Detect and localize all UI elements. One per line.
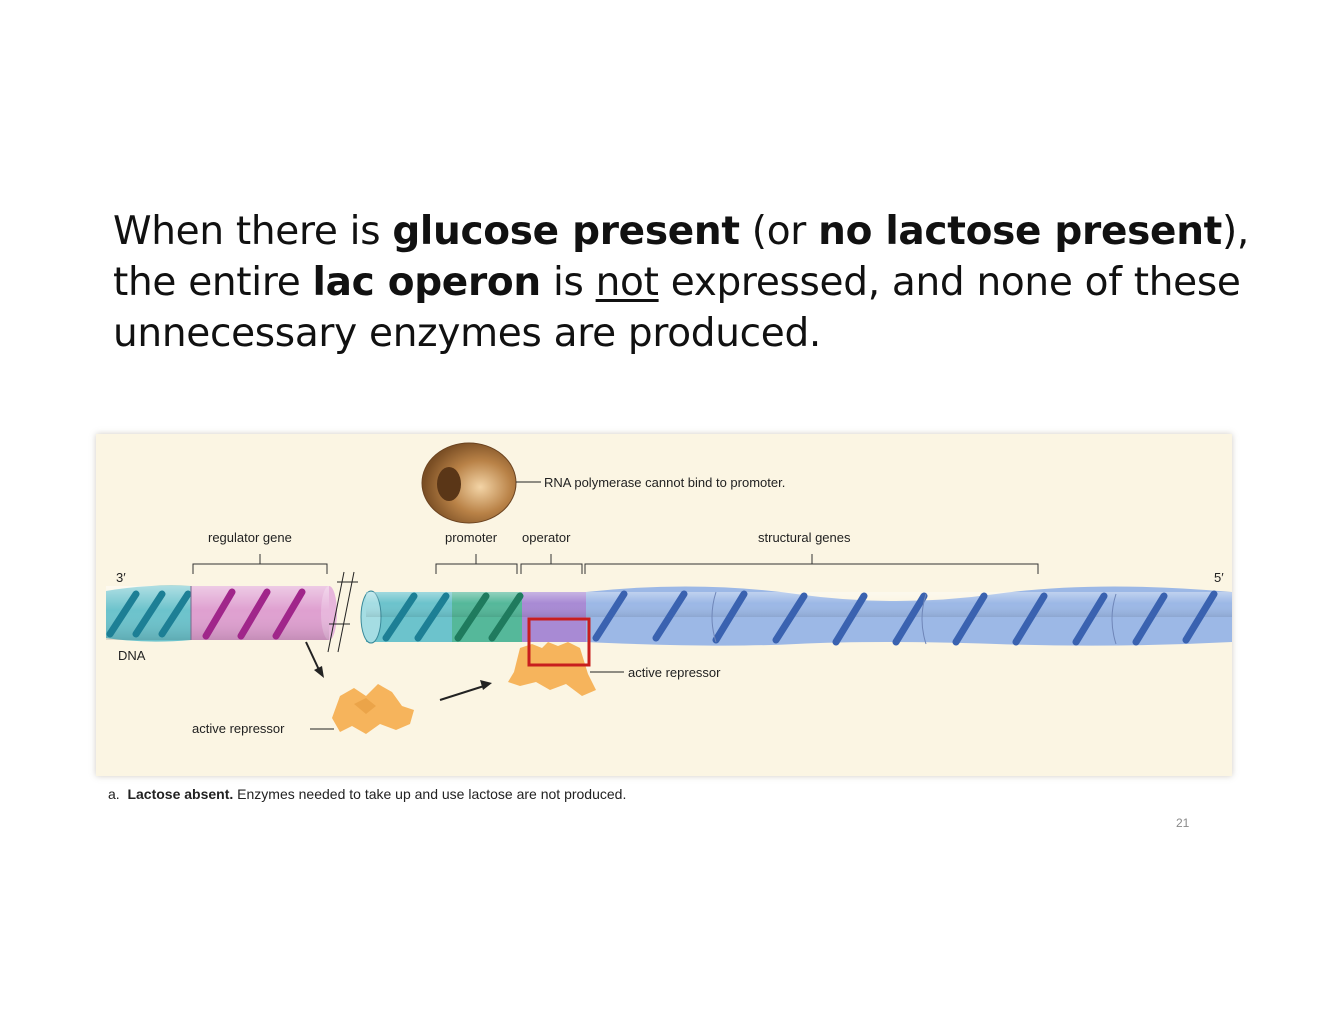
regulator-arrow xyxy=(305,641,324,678)
regulator-gene-label: regulator gene xyxy=(208,530,292,545)
body-text-1: When there is xyxy=(113,209,393,254)
rna-polymerase-label: RNA polymerase cannot bind to promoter. xyxy=(544,475,785,490)
structural-genes-label: structural genes xyxy=(758,530,851,545)
free-repressor xyxy=(332,684,414,734)
body-bold-lac-operon: lac operon xyxy=(312,260,542,305)
lac-operon-figure: RNA polymerase cannot bind to promoter. … xyxy=(96,434,1232,776)
binding-arrow xyxy=(439,680,492,701)
body-bold-glucose: glucose present xyxy=(392,209,740,254)
active-repressor-free-label: active repressor xyxy=(192,721,285,736)
rna-polymerase-icon xyxy=(421,442,517,524)
caption-bold: Lactose absent. xyxy=(127,786,234,802)
body-text-2: (or xyxy=(739,209,819,254)
caption-letter: a. xyxy=(108,786,120,802)
operator-highlight-box xyxy=(527,617,591,667)
body-text-5: expressed, and none of these unnecessary… xyxy=(113,260,1241,356)
bound-repressor xyxy=(508,642,596,696)
figure-caption: a. Lactose absent. Enzymes needed to tak… xyxy=(108,786,626,802)
body-text-3: ), the entire xyxy=(113,209,1250,305)
active-repressor-bound-label: active repressor xyxy=(628,665,721,680)
dna-left-segment xyxy=(106,585,337,642)
operator-label: operator xyxy=(522,530,571,545)
lac-operon-diagram: RNA polymerase cannot bind to promoter. … xyxy=(106,442,1232,736)
slide-body-text: When there is glucose present (or no lac… xyxy=(113,206,1263,359)
body-text-4: is xyxy=(540,260,596,305)
dna-break-marks xyxy=(327,571,358,653)
dna-right-segment xyxy=(360,586,1232,646)
gene-brackets xyxy=(192,554,1039,574)
slide-number: 21 xyxy=(1176,816,1190,830)
caption-rest: Enzymes needed to take up and use lactos… xyxy=(233,786,627,802)
dna-label: DNA xyxy=(118,648,146,663)
body-bold-no-lactose: no lactose present xyxy=(818,209,1223,254)
three-prime-label: 3′ xyxy=(116,570,126,585)
promoter-label: promoter xyxy=(445,530,498,545)
body-underline-not: not xyxy=(595,260,659,305)
five-prime-label: 5′ xyxy=(1214,570,1224,585)
